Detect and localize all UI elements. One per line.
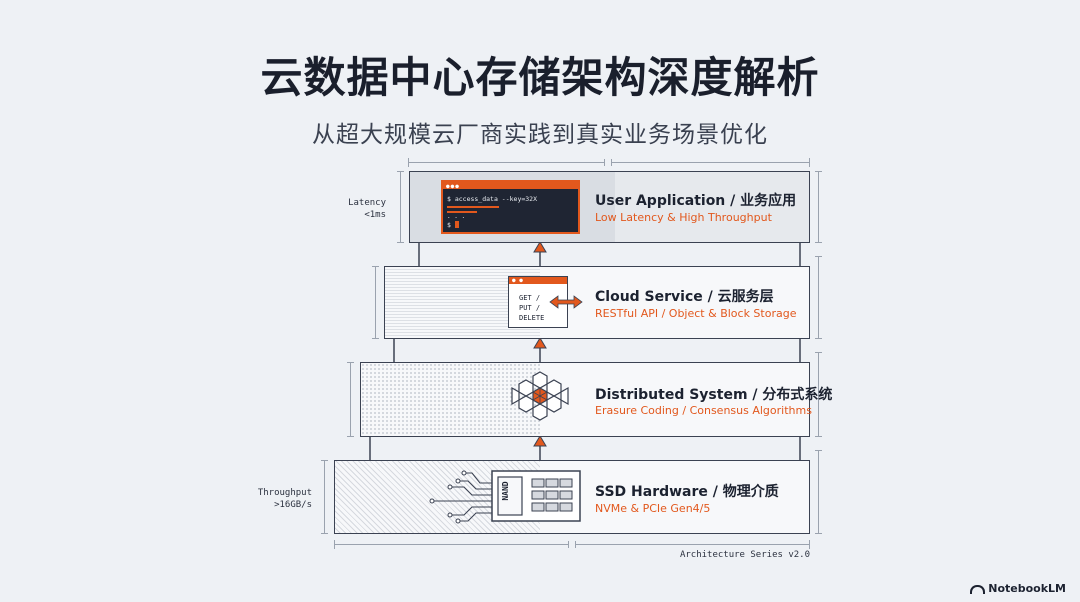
brand-icon: [970, 584, 986, 594]
window-dots-icon: ● ●: [512, 277, 523, 284]
window-dots-icon: ●●●: [446, 183, 460, 190]
up-arrow-icon: [533, 337, 547, 349]
layer-title: Distributed System / 分布式系统: [595, 387, 833, 403]
series-label: Architecture Series v2.0: [679, 550, 810, 560]
api-method: GET /: [519, 294, 541, 302]
latency-label: Latency <1ms: [348, 198, 386, 220]
layer-height-marker: [815, 171, 822, 243]
layer-subtitle: NVMe & PCIe Gen4/5: [595, 502, 711, 515]
up-arrow-icon: [533, 435, 547, 447]
layer-subtitle: RESTful API / Object & Block Storage: [595, 307, 797, 320]
layer-title: Cloud Service / 云服务层: [595, 289, 774, 305]
layer-height-marker: [347, 362, 354, 437]
throughput-label: Throughput >16GB/s: [257, 488, 312, 510]
cursor-icon: [455, 221, 459, 228]
dimension-break-mark: [604, 159, 612, 166]
terminal-prompt: $: [447, 221, 451, 229]
api-method: DELETE: [519, 314, 545, 322]
brand-logo: NotebookLM: [970, 582, 1066, 595]
layer-subtitle: Low Latency & High Throughput: [595, 211, 772, 224]
page-title: 云数据中心存储架构深度解析: [260, 53, 820, 102]
layer-height-marker: [321, 460, 328, 534]
layer-height-marker: [815, 256, 822, 339]
layer-cloud-service: [384, 266, 810, 339]
nand-label: NAND: [501, 481, 510, 501]
api-method: PUT /: [519, 304, 541, 312]
layer-height-marker: [815, 352, 822, 437]
layer-height-marker: [815, 450, 822, 534]
layer-title: User Application / 业务应用: [595, 193, 797, 209]
layer-height-marker: [397, 171, 404, 243]
ssd-chip-icon: [429, 470, 581, 524]
layer-height-marker: [372, 266, 379, 339]
page-subtitle: 从超大规模云厂商实践到真实业务场景优化: [312, 122, 768, 148]
layer-subtitle: Erasure Coding / Consensus Algorithms: [595, 404, 812, 417]
api-window: ● ● GET / PUT / DELETE: [508, 276, 568, 328]
terminal-ellipsis: . . .: [447, 213, 466, 220]
layer-title: SSD Hardware / 物理介质: [595, 484, 779, 500]
terminal-command: $ access_data --key=32X: [447, 195, 538, 203]
hexagon-cluster-icon: [511, 371, 569, 421]
layer-distributed-system: [360, 362, 810, 437]
up-arrow-icon: [533, 241, 547, 253]
dimension-break-mark: [568, 541, 576, 548]
bidirectional-arrow-icon: [549, 295, 583, 309]
terminal-window: ●●● $ access_data --key=32X . . . $: [441, 180, 580, 234]
